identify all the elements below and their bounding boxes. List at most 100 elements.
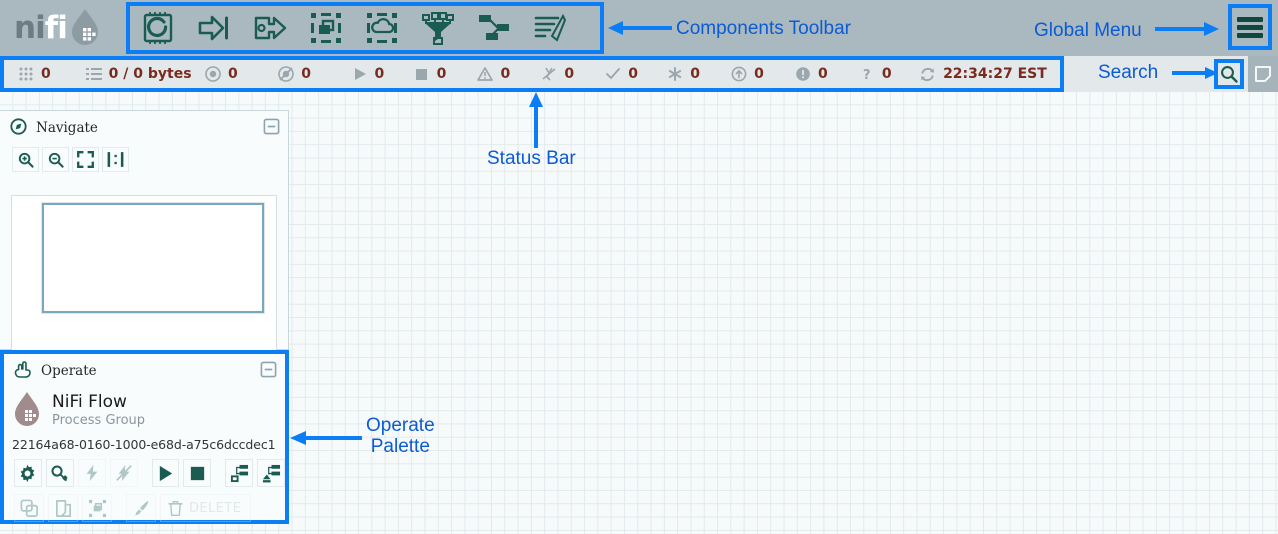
toolbar-input-port-button[interactable]	[186, 6, 242, 50]
app-header: nifi	[0, 0, 1278, 56]
up-to-date-icon	[605, 66, 621, 82]
status-transmitting: 0	[205, 66, 278, 82]
disable-button[interactable]	[109, 459, 138, 487]
status-up-to-date: 0	[605, 66, 667, 82]
copy-icon	[20, 499, 38, 517]
operate-component-type: Process Group	[52, 412, 146, 428]
annotation-global-menu: Global Menu	[1034, 20, 1142, 41]
color-button[interactable]	[126, 494, 156, 522]
stale-icon	[731, 66, 747, 82]
configure-button[interactable]	[14, 459, 42, 487]
paste-icon	[55, 499, 71, 517]
operate-component-name: NiFi Flow	[52, 392, 127, 413]
view-details-button[interactable]	[45, 459, 74, 487]
operate-header: Operate	[4, 354, 285, 388]
operate-component-text: NiFi Flow Process Group	[52, 393, 145, 428]
annotation-status-bar: Status Bar	[487, 148, 576, 169]
start-button[interactable]	[151, 459, 180, 487]
toolbar-label-button[interactable]	[522, 6, 578, 50]
enable-button[interactable]	[77, 459, 106, 487]
arrow-components-toolbar	[608, 21, 672, 35]
status-not-transmitting: 0	[278, 66, 351, 82]
svg-text:?: ?	[863, 68, 871, 82]
operate-component-id: 22164a68-0160-1000-e68d-a75c6dccdec1	[12, 437, 276, 452]
zoom-fit-button[interactable]	[72, 147, 99, 172]
status-unknown-version: ? 0	[859, 66, 919, 82]
running-icon	[352, 66, 368, 82]
upload-template-button[interactable]	[257, 459, 285, 487]
copy-button[interactable]	[14, 494, 44, 522]
navigate-title: Navigate	[36, 120, 98, 136]
status-queued: 0 / 0 bytes	[85, 66, 205, 82]
zoom-out-icon	[48, 152, 64, 168]
unknown-version-icon: ?	[859, 66, 875, 82]
invalid-icon	[477, 66, 494, 82]
not-transmitting-icon	[278, 66, 295, 82]
navigate-header: Navigate	[0, 111, 288, 145]
delete-button[interactable]: DELETE	[160, 494, 252, 522]
toolbar-template-button[interactable]	[466, 6, 522, 50]
operate-buttons-row-2: DELETE	[4, 487, 285, 522]
stop-button[interactable]	[183, 459, 212, 487]
status-active-threads: 0	[18, 66, 86, 82]
status-bar-region: 0 0 / 0 bytes 0	[0, 56, 1278, 92]
toolbar-process-group-button[interactable]	[298, 6, 354, 50]
paste-button[interactable]	[48, 494, 78, 522]
components-toolbar	[126, 2, 604, 54]
group-icon	[88, 499, 106, 517]
navigate-collapse-button[interactable]	[263, 118, 280, 138]
disabled-icon	[541, 66, 557, 82]
toolbar-remote-process-group-button[interactable]	[354, 6, 410, 50]
annotation-search: Search	[1098, 62, 1159, 83]
transmitting-icon	[205, 66, 221, 82]
magnifier-key-icon	[51, 464, 68, 481]
gear-icon	[21, 464, 35, 482]
arrow-status-bar	[529, 92, 543, 148]
status-stopped: 0	[414, 66, 478, 82]
status-sync-failure: 0	[795, 66, 859, 82]
arrow-operate-palette	[290, 431, 362, 445]
operate-collapse-button[interactable]	[260, 361, 277, 381]
play-icon	[159, 465, 173, 481]
global-menu-button[interactable]	[1228, 4, 1272, 50]
delete-button-label: DELETE	[189, 500, 242, 516]
create-template-button[interactable]	[225, 459, 254, 487]
active-threads-icon	[18, 66, 34, 82]
hamburger-icon	[1237, 14, 1263, 41]
annotation-operate-palette-line2: Palette	[370, 436, 430, 458]
group-button[interactable]	[82, 494, 112, 522]
zoom-out-button[interactable]	[42, 147, 69, 172]
toolbar-output-port-button[interactable]	[242, 6, 298, 50]
operate-hand-icon	[14, 360, 32, 382]
status-bar: 0 0 / 0 bytes 0	[0, 56, 1064, 92]
refresh-icon[interactable]	[919, 66, 936, 83]
status-last-refresh[interactable]: 22:34:27 EST	[919, 66, 1060, 83]
arrow-search	[1172, 67, 1218, 79]
template-upload-icon	[262, 464, 280, 482]
zoom-in-button[interactable]	[12, 147, 39, 172]
logo-text: nifi	[14, 9, 68, 46]
notes-button[interactable]	[1248, 56, 1278, 92]
navigate-minimap[interactable]	[11, 195, 277, 352]
zoom-fit-icon	[77, 151, 94, 168]
zoom-actual-button[interactable]	[102, 147, 129, 172]
template-save-icon	[230, 464, 248, 482]
minimap-viewport[interactable]	[41, 202, 265, 314]
annotation-components-toolbar: Components Toolbar	[676, 18, 851, 39]
status-stale: 0	[731, 66, 795, 82]
toolbar-processor-button[interactable]	[130, 6, 186, 50]
stop-icon	[190, 466, 204, 480]
bolt-icon	[86, 464, 98, 482]
search-button[interactable]	[1214, 59, 1244, 89]
sync-failure-icon	[795, 66, 811, 82]
paint-brush-icon	[134, 500, 148, 516]
status-running: 0	[352, 66, 414, 82]
toolbar-funnel-button[interactable]	[410, 6, 466, 50]
operate-buttons-row-1	[4, 452, 285, 487]
status-disabled: 0	[541, 66, 605, 82]
operate-component: NiFi Flow Process Group	[4, 388, 285, 431]
zoom-actual-icon	[107, 152, 124, 167]
nifi-drop-icon	[69, 7, 101, 50]
annotation-operate-palette: Operate Palette	[366, 415, 435, 458]
nifi-logo: nifi	[14, 6, 118, 50]
